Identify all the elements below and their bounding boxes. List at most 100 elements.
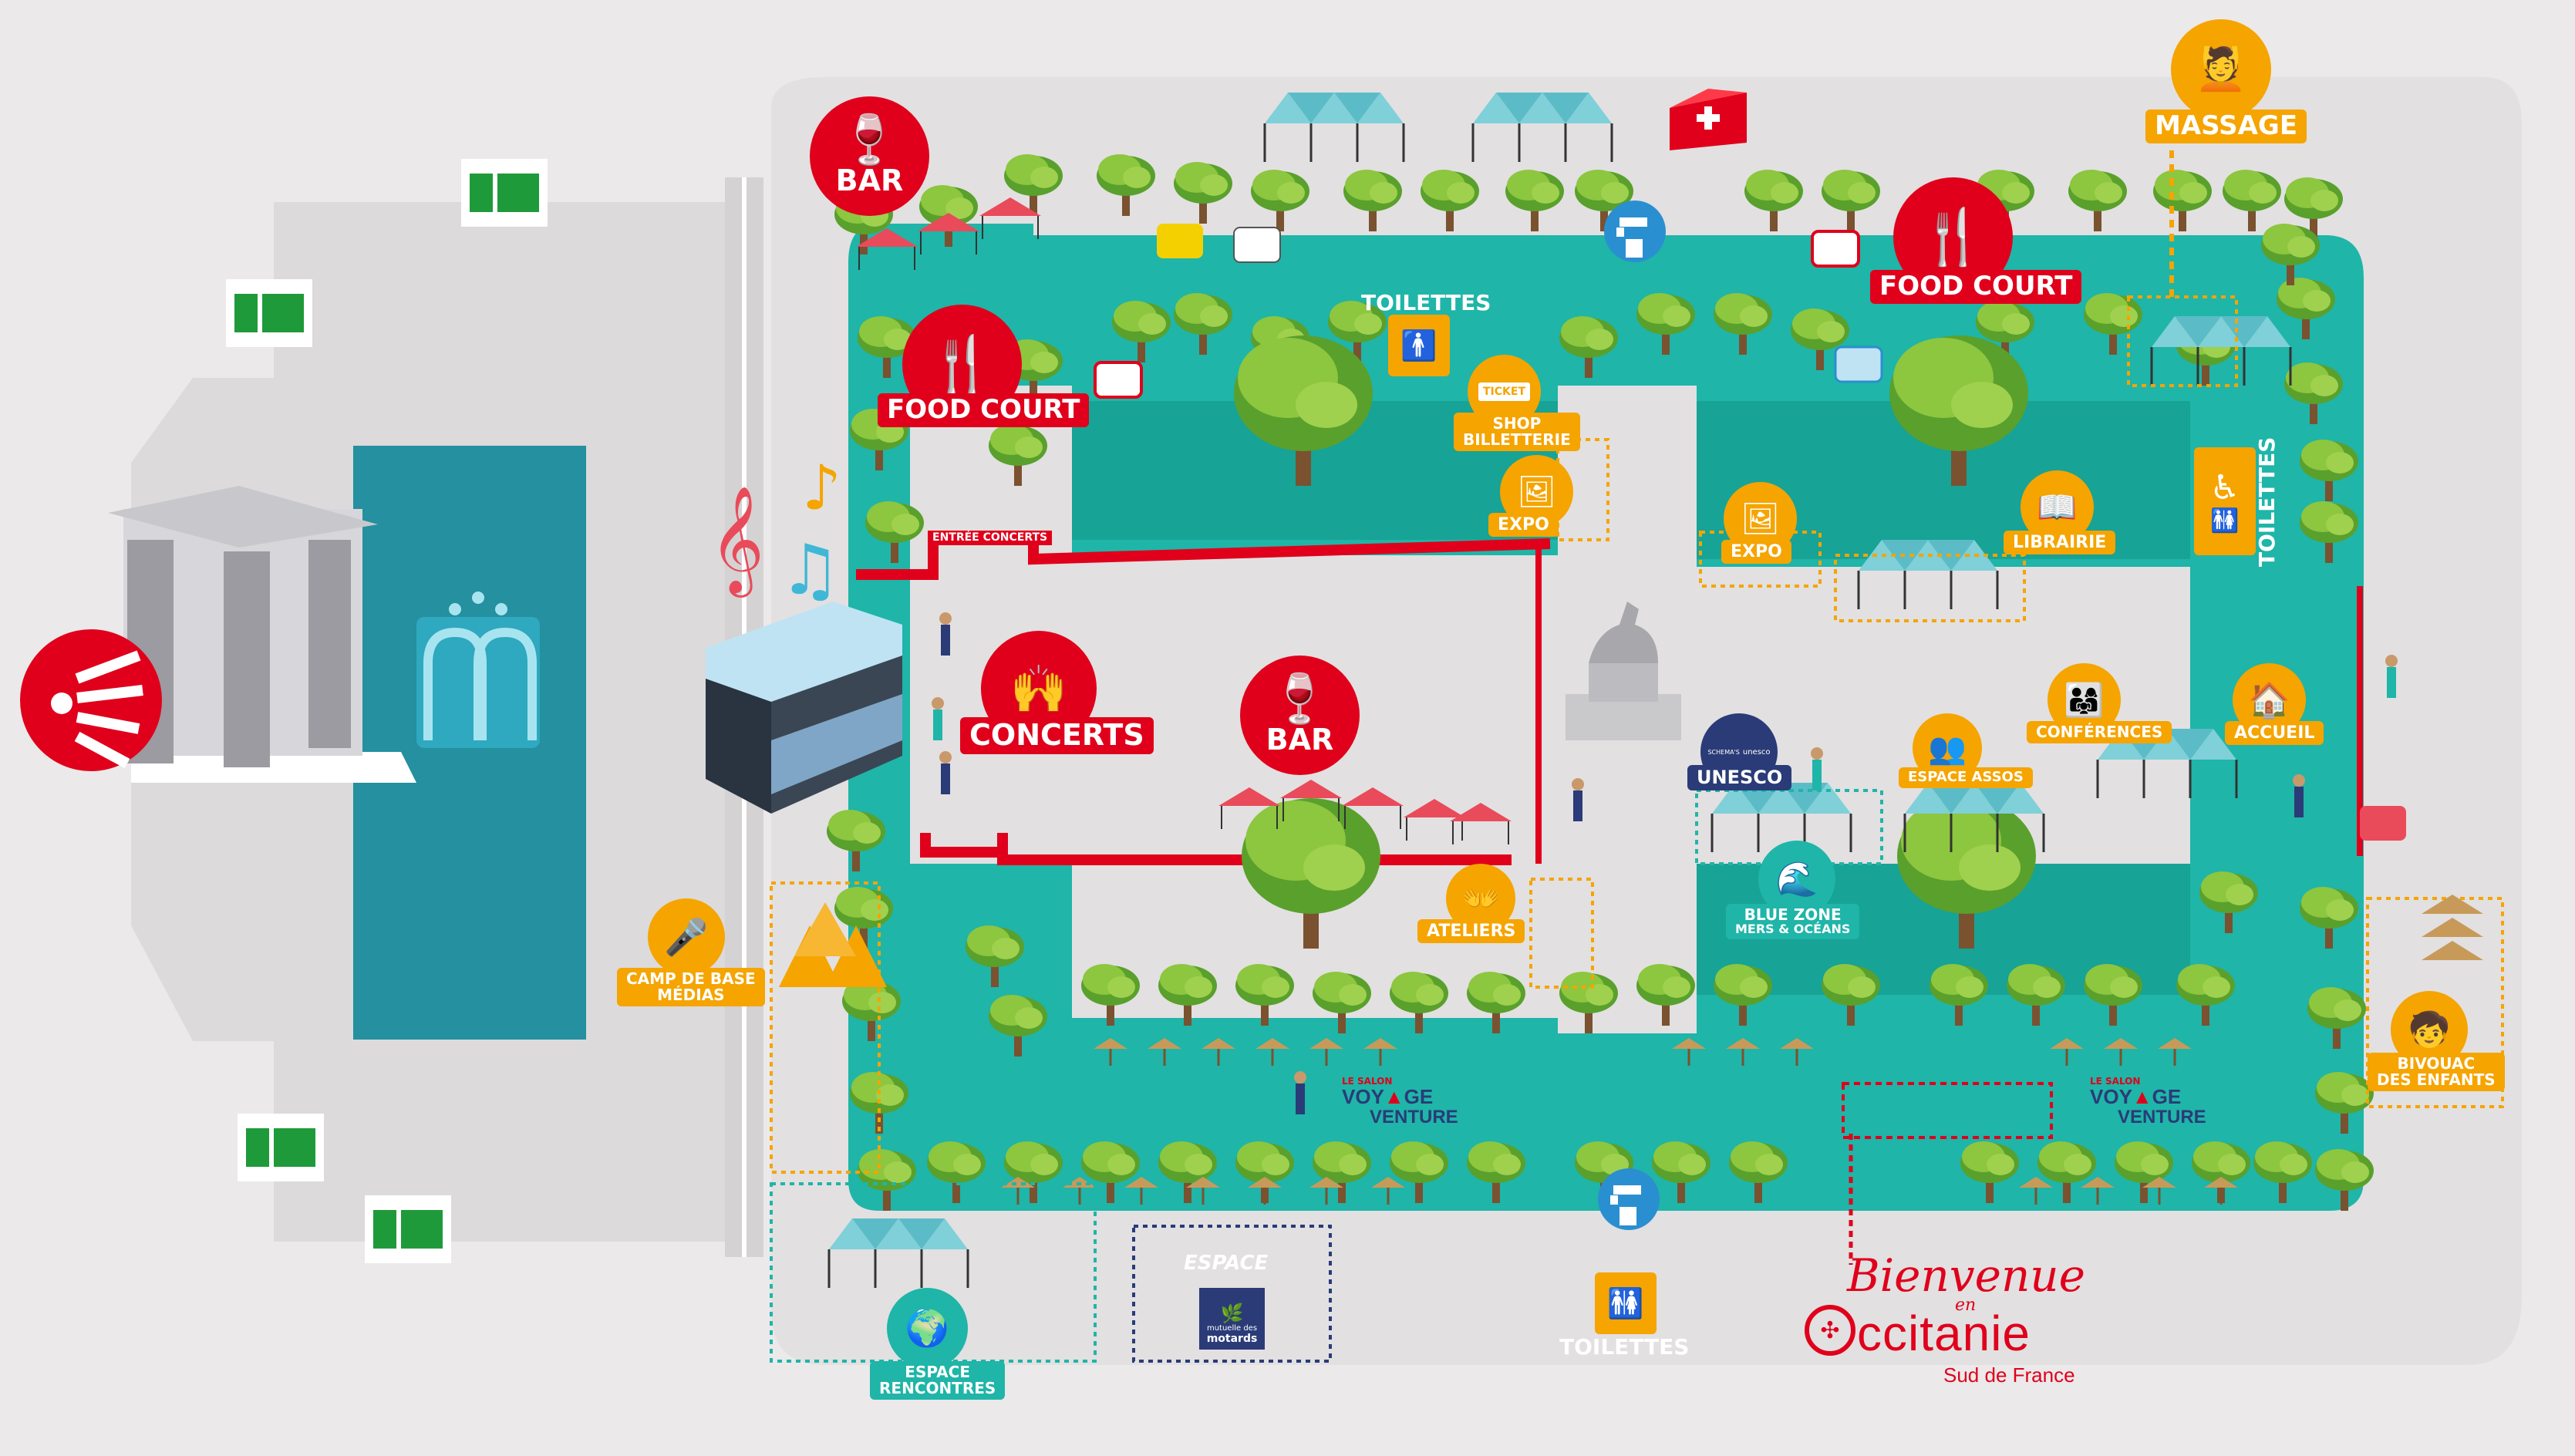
billetterie-label: BILLETTERIE [1463,430,1571,449]
ge-text: GE [2152,1085,2182,1108]
microphone-icon: 🎤 [664,915,709,958]
first-aid-icon [1670,89,1747,150]
food-court-label: FOOD COURT [878,393,1090,427]
bottle-glass-icon: 🍷 [839,110,900,167]
sud-de-france-text: Sud de France [1943,1363,2075,1387]
horse-statue [1566,602,1681,740]
globe-hands-icon: 🌍 [905,1307,950,1349]
toilettes-label: TOILETTES [2254,436,2280,567]
librairie-label: LIBRAIRIE [2004,531,2116,555]
radio-waves-icon [20,629,162,771]
bar-label: BAR [1266,722,1334,757]
camp-base-medias-icon[interactable]: 🎤 [648,898,725,976]
enfants-subtitle: DES ENFANTS [2377,1070,2496,1089]
voy-text: VOY [1342,1085,1384,1108]
music-note-icon: 𝄞 [709,486,764,598]
toilettes-label: TOILETTES [1361,290,1491,315]
food-truck [1157,224,1203,258]
voy-text: VOY [2090,1085,2132,1108]
waves-icon: 🌊 [1775,860,1818,899]
voyage-arrow-icon: ▲ [2132,1085,2152,1108]
visitors [932,612,2398,1114]
bottle-glass-icon: 🍷 [1269,669,1330,726]
massage-label: MASSAGE [2145,110,2307,143]
van [2360,806,2406,841]
book-icon: 📖 [2037,487,2078,526]
bar-icon[interactable]: 🍷 BAR [1240,656,1360,775]
food-truck [1094,361,1143,399]
concerts-label: CONCERTS [960,717,1154,754]
espace-motards-title: ESPACE [1184,1252,1269,1275]
fountain-icon [416,592,540,748]
children-icon: 🧒 [2408,1010,2451,1050]
man-icon: 🚹 [1400,328,1437,362]
toilet-icon[interactable]: 🚻 [1595,1272,1657,1334]
expo-label: EXPO [1721,540,1791,565]
mutuelle-text: mutuelle des [1206,1324,1258,1333]
mers-oceans-subtitle: MERS & OCÉANS [1735,922,1851,936]
occitanie-cross-icon: ✣ [1805,1305,1855,1356]
voyage-venture-logo[interactable]: LE SALON VOY▲GE VENTURE [2090,1076,2206,1128]
accessible-toilet-icon[interactable]: ♿ 🚻 [2194,447,2256,555]
toilet-pair-icon: 🚻 [1607,1286,1644,1320]
toilet-icon[interactable]: 🚹 [1388,315,1450,376]
easel-icon: 🖼 [1517,474,1556,510]
concert-stage [706,602,902,814]
wheelchair-icon: ♿ [2209,468,2240,507]
expo-label: EXPO [1488,513,1559,538]
arch-monument [108,486,416,783]
water-tap-icon [1604,201,1666,262]
ateliers-label: ATELIERS [1417,919,1525,944]
occitanie-logo: Bienvenue en ✣ ccitanie Sud de France [1805,1249,2098,1396]
toilettes-label: TOILETTES [1559,1334,1690,1360]
audience-icon: 👨‍👩‍👧 [2064,680,2105,719]
en-text: en [1955,1296,1977,1315]
unesco-label: UNESCO [1687,765,1792,791]
unesco-logo: unesco [1742,747,1771,757]
venture-text: VENTURE [1370,1107,1458,1127]
accueil-label: ACCUEIL [2225,721,2324,746]
shop-label: SHOP [1492,414,1542,433]
raised-hands-icon: 🙌 [1009,662,1068,716]
water-tap-icon [1598,1168,1660,1230]
bivouac-title: BIVOUAC [2397,1054,2476,1073]
bar-label: BAR [835,163,904,197]
van [1834,345,1883,383]
food-truck [1233,227,1281,263]
motards-text: motards [1206,1333,1258,1345]
music-note-icon: ♪ [802,452,841,524]
voyage-arrow-icon: ▲ [1384,1085,1404,1108]
ticket-icon: TICKET [1478,382,1530,401]
espace-rencontres-icon[interactable]: 🌍 [887,1288,968,1369]
salon-small-label: LE SALON [2090,1076,2141,1087]
camp-base-medias-label: CAMP DE BASE MÉDIAS [617,968,765,1006]
blue-zone-label: BLUE ZONE MERS & OCÉANS [1726,904,1860,939]
toilet-icon: 🚻 [2210,507,2240,534]
schemas-logo: SCHEMA'S [1707,748,1740,756]
venture-text: VENTURE [2118,1107,2206,1127]
easel-icon: 🖼 [1741,501,1780,537]
bar-icon[interactable]: 🍷 BAR [810,96,929,216]
medias-subtitle: MÉDIAS [657,986,725,1004]
food-court-label: FOOD COURT [1870,270,2082,304]
espace-assos-label: ESPACE ASSOS [1899,767,2033,788]
conferences-label: CONFÉRENCES [2027,721,2172,743]
shop-billetterie-label: SHOP BILLETTERIE [1454,413,1580,451]
entree-concerts-label: ENTRÉE CONCERTS [928,531,1053,545]
massage-icon[interactable]: 💆 [2171,19,2271,120]
camp-base-title: CAMP DE BASE [626,969,756,988]
salon-small-label: LE SALON [1342,1076,1393,1087]
emergency-exit-icon [365,1195,451,1263]
voyage-venture-logo[interactable]: LE SALON VOY▲GE VENTURE [1342,1076,1458,1128]
massage-pointer [2169,150,2174,297]
people-network-icon: 👥 [1928,730,1967,767]
emergency-exit-icon [238,1114,324,1181]
mutuelle-motards-logo[interactable]: 🌿 mutuelle des motards [1199,1288,1265,1350]
bienvenue-text: Bienvenue [1847,1249,2085,1302]
workshop-icon: 👐 [1461,881,1500,917]
blue-zone-title: BLUE ZONE [1744,905,1842,924]
bivouac-enfants-label: BIVOUAC DES ENFANTS [2368,1053,2505,1091]
espace-rencontres-label: ESPACE RENCONTRES [870,1361,1006,1400]
massage-person-icon: 💆 [2195,45,2247,93]
